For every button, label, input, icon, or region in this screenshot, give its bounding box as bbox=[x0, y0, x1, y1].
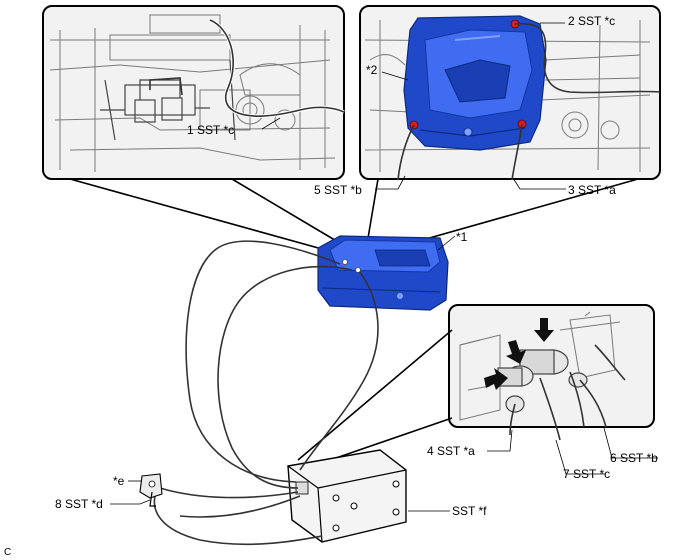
sst-box-f bbox=[287, 449, 407, 543]
label-5-sst-b: 5 SST *b bbox=[314, 183, 362, 197]
label-6-sst-b: 6 SST *b bbox=[610, 451, 658, 465]
label-7-sst-c: 7 SST *c bbox=[563, 467, 610, 481]
label-star-1: *1 bbox=[456, 230, 468, 244]
arrow-down-icon bbox=[506, 340, 526, 364]
label-2-sst-c: 2 SST *c bbox=[568, 14, 615, 28]
label-star-2: *2 bbox=[366, 63, 378, 77]
label-star-e: *e bbox=[113, 474, 125, 488]
label-8-sst-d: 8 SST *d bbox=[55, 497, 103, 511]
sst-cables bbox=[153, 240, 379, 546]
label-4-sst-a: 4 SST *a bbox=[427, 444, 475, 458]
label-1-sst-c: 1 SST *c bbox=[187, 123, 234, 137]
component-cover-2 bbox=[403, 15, 547, 151]
detail-panel-left bbox=[42, 5, 345, 180]
label-3-sst-a: 3 SST *a bbox=[568, 183, 616, 197]
figure-corner-code: C bbox=[4, 547, 11, 558]
callout-lines-top bbox=[69, 178, 639, 255]
component-unit-1 bbox=[317, 235, 449, 311]
leader-lines bbox=[110, 22, 658, 512]
detail-panel-right bbox=[359, 5, 661, 181]
arrow-right-icon bbox=[484, 368, 508, 390]
detail-panel-connector bbox=[448, 304, 655, 441]
label-sst-f: SST *f bbox=[452, 504, 487, 518]
ground-clip-e bbox=[139, 473, 163, 507]
arrow-down-icon bbox=[534, 318, 554, 342]
